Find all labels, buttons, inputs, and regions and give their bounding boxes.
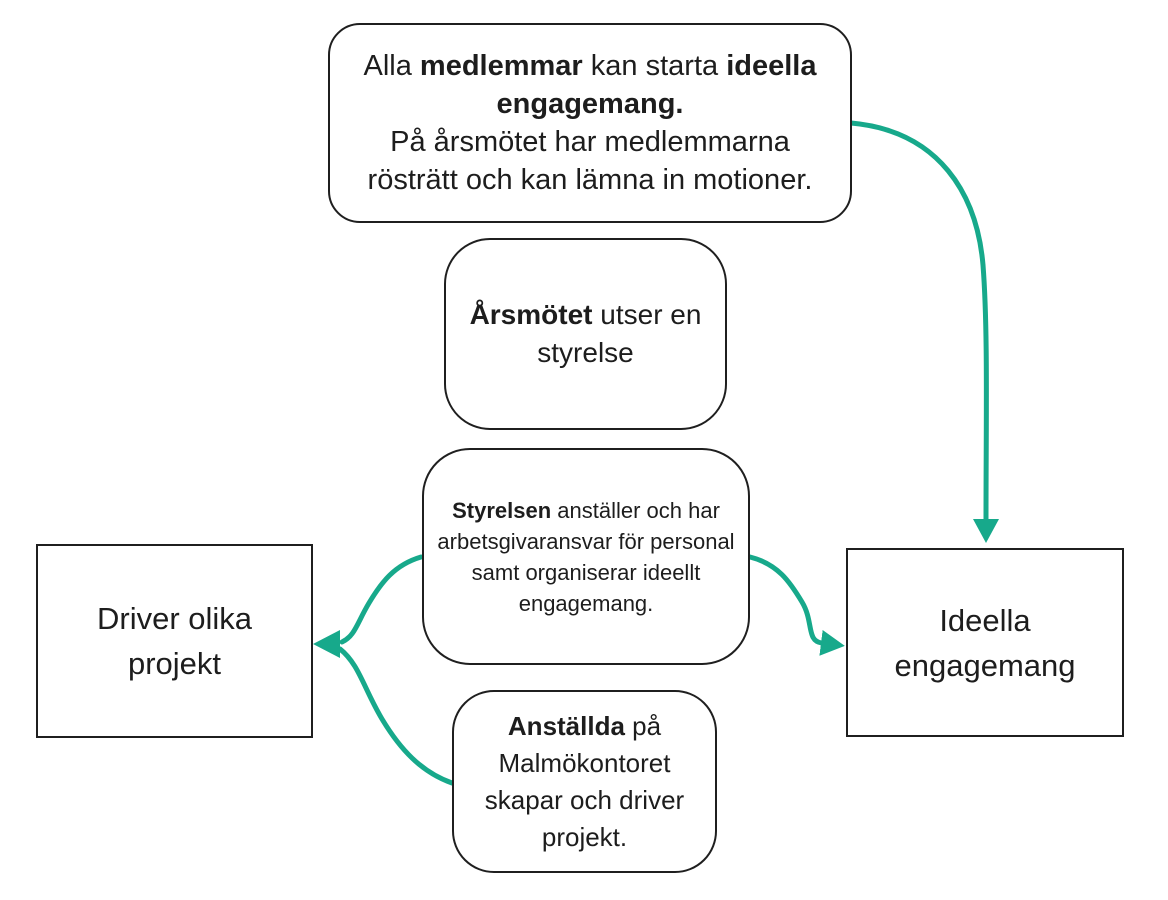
node-projects-label: Driver olika projekt bbox=[96, 601, 253, 681]
edge-employees-to-projects bbox=[337, 646, 455, 786]
node-members: Alla medlemmar kan starta ideella engage… bbox=[328, 23, 852, 223]
node-annual-meeting: Årsmötet utser en styrelse bbox=[444, 238, 727, 430]
node-engagement-label: Ideella engagemang bbox=[894, 602, 1076, 683]
shared-arrowhead-into-projects bbox=[313, 630, 340, 658]
node-projects: Driver olika projekt bbox=[36, 544, 313, 738]
node-board-label: Styrelsen anställer och har arbetsgivara… bbox=[437, 497, 735, 616]
node-employees-label: Anställda på Malmökontoret skapar och dr… bbox=[484, 710, 685, 852]
node-employees: Anställda på Malmökontoret skapar och dr… bbox=[452, 690, 717, 873]
node-board: Styrelsen anställer och har arbetsgivara… bbox=[422, 448, 750, 665]
node-members-label: Alla medlemmar kan starta ideella engage… bbox=[363, 50, 817, 196]
node-annual-meeting-label: Årsmötet utser en styrelse bbox=[469, 299, 702, 368]
edge-board-to-projects bbox=[339, 554, 424, 645]
node-engagement: Ideella engagemang bbox=[846, 548, 1124, 737]
edge-members-to-engagement bbox=[848, 120, 1000, 543]
edge-board-to-engagement bbox=[747, 554, 845, 656]
